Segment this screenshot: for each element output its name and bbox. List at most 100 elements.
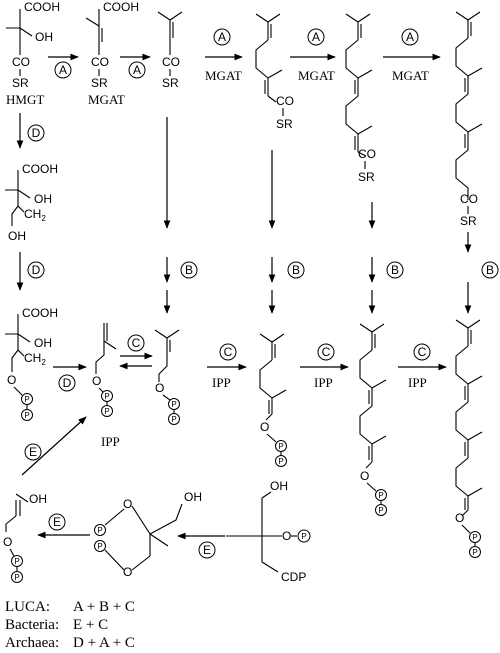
hmgt-name: HMGT — [6, 92, 44, 107]
mgat-cooh-label: COOH — [103, 0, 139, 14]
label-b-circle-1 — [180, 261, 198, 279]
label-d-1: D — [32, 126, 41, 140]
legend-bacteria-formula: E + C — [73, 617, 108, 633]
arrow-hmbpp-to-ipp — [21, 416, 87, 476]
mevalonate-structure: COOH OH CH2 OH — [5, 162, 58, 243]
fpp-structure: O P P — [359, 323, 387, 516]
label-b-circle-4 — [481, 261, 499, 279]
label-b-3: B — [391, 263, 399, 277]
svg-text:P: P — [301, 532, 306, 541]
mevalonate-ch2-label: CH2 — [24, 207, 46, 223]
mecpp-o-label-1: O — [123, 497, 132, 511]
mecpp-phosphate-2 — [94, 540, 106, 552]
mevalonate-cooh-label: COOH — [22, 162, 58, 176]
label-d-circle-3 — [58, 374, 76, 392]
cdpme-structure: OH O P CDP — [226, 479, 311, 584]
label-e-2: E — [53, 515, 61, 529]
ipp-phosphate-2 — [101, 405, 113, 417]
svg-text:P: P — [24, 411, 29, 420]
dmapp-phosphate-2 — [168, 413, 180, 425]
dmapp-o-label: O — [155, 381, 164, 395]
hmgt-oh-label: OH — [35, 30, 53, 44]
label-a-circle-2 — [128, 61, 146, 79]
c20-sr-label: SR — [460, 214, 477, 228]
c20-co-label: CO — [460, 192, 478, 206]
label-e-3: E — [203, 543, 211, 557]
c10-co-label: CO — [276, 94, 294, 108]
ggpp-o-label: O — [455, 511, 464, 525]
gpp-o-label: O — [260, 420, 269, 434]
mevalonate-pp-structure: COOH OH CH2 O P P — [5, 306, 58, 421]
isomerase-arrows: C — [119, 334, 153, 370]
svg-text:P: P — [378, 506, 383, 515]
c5-co-label: CO — [162, 55, 180, 69]
mecpp-o-label-2: O — [123, 565, 132, 579]
label-c-1: C — [132, 336, 141, 350]
ggpp-phosphate-1 — [469, 531, 481, 543]
mvpp-cooh-label: COOH — [22, 306, 58, 320]
mecpp-phosphate-1 — [94, 524, 106, 536]
mvpp-phosphate-1 — [21, 393, 33, 405]
fpp-phosphate-2 — [375, 504, 387, 516]
cdpme-o-label: O — [282, 529, 291, 543]
svg-text:P: P — [472, 548, 477, 557]
c15-thioester-structure: CO SR — [345, 13, 376, 184]
hmbpp-phosphate-1 — [11, 555, 23, 567]
svg-text:P: P — [97, 526, 102, 535]
hmgt-co-label: CO — [12, 55, 30, 69]
c10-sr-label: SR — [276, 117, 293, 131]
ipp-o-label: O — [92, 374, 101, 388]
svg-text:P: P — [104, 392, 109, 401]
label-a-3: A — [218, 30, 226, 44]
c15-co-label: CO — [358, 147, 376, 161]
label-b-1: B — [185, 263, 193, 277]
c5-thioester-structure: CO SR — [157, 11, 183, 90]
legend-bacteria-group: Bacteria: — [5, 617, 59, 633]
mgat-name-1: MGAT — [88, 92, 125, 107]
label-b-4: B — [486, 263, 494, 277]
label-b-2: B — [292, 263, 300, 277]
mvpp-ch2-label: CH2 — [24, 351, 46, 367]
gpp-phosphate-1 — [275, 440, 287, 452]
svg-text:P: P — [24, 395, 29, 404]
ipp-name-4: IPP — [408, 375, 427, 390]
label-c-3: C — [322, 345, 331, 359]
ipp-name: IPP — [101, 434, 120, 449]
hmgt-structure: COOH OH CO SR HMGT — [6, 0, 60, 107]
svg-text:P: P — [278, 457, 283, 466]
svg-text:P: P — [171, 400, 176, 409]
mvpp-phosphate-2 — [21, 409, 33, 421]
label-a-circle-5 — [401, 28, 419, 46]
gpp-structure: O P P — [259, 333, 287, 467]
ipp-phosphate-1 — [101, 390, 113, 402]
label-c-circle-2 — [219, 343, 237, 361]
c10-thioester-structure: CO SR — [255, 13, 294, 131]
mgat-name-2: MGAT — [205, 68, 242, 83]
label-a-circle-1 — [54, 61, 72, 79]
mecpp-structure: O O P P OH — [94, 490, 202, 579]
legend-archaea-formula: D + A + C — [73, 635, 135, 651]
ggpp-structure: O P P — [455, 319, 483, 558]
dmapp-phosphate-1 — [168, 398, 180, 410]
mgat-sr-label: SR — [91, 76, 108, 90]
fpp-phosphate-1 — [375, 489, 387, 501]
label-a-circle-4 — [307, 28, 325, 46]
label-d-2: D — [32, 263, 41, 277]
mgat-co-label: CO — [91, 55, 109, 69]
label-a-circle-3 — [213, 28, 231, 46]
mvpp-o-label: O — [7, 373, 16, 387]
mevalonate-oh-label-1: OH — [34, 192, 52, 206]
ggpp-phosphate-2 — [469, 546, 481, 558]
legend-luca-formula: A + B + C — [73, 599, 135, 615]
mvpp-oh-label: OH — [34, 336, 52, 350]
svg-text:P: P — [278, 442, 283, 451]
svg-text:P: P — [171, 415, 176, 424]
label-c-circle-4 — [413, 343, 431, 361]
ipp-name-3: IPP — [314, 375, 333, 390]
mgat-name-3: MGAT — [298, 68, 335, 83]
svg-text:P: P — [14, 557, 19, 566]
label-e-circle-3 — [198, 541, 216, 559]
gpp-phosphate-2 — [275, 455, 287, 467]
label-d-3: D — [63, 376, 72, 390]
